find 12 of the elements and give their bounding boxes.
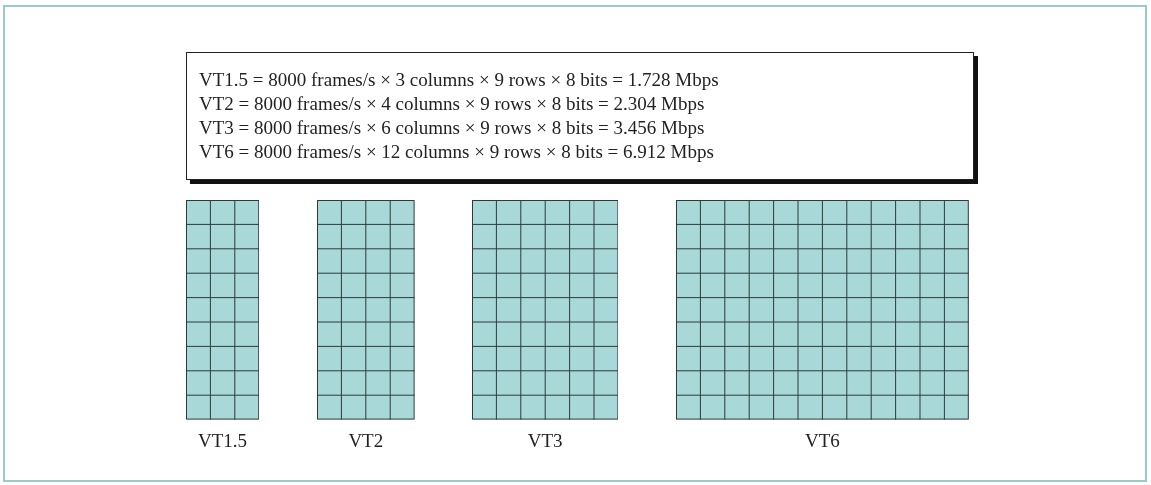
- grid-label: VT3: [526, 429, 564, 453]
- frame-grid: [186, 200, 260, 420]
- formula-line: VT3 = 8000 frames/s × 6 columns × 9 rows × 8 bits = 3.456 Mbps: [199, 116, 706, 140]
- frame-grid: [472, 200, 619, 420]
- formula-line: VT6 = 8000 frames/s × 12 columns × 9 rows × 8 bits = 6.912 Mbps: [199, 140, 715, 164]
- grid-label: VT1.5: [197, 429, 249, 453]
- formula-line: VT1.5 = 8000 frames/s × 3 columns × 9 rows × 8 bits = 1.728 Mbps: [199, 68, 720, 92]
- grid-label: VT6: [804, 429, 841, 453]
- formula-line: VT2 = 8000 frames/s × 4 columns × 9 rows × 8 bits = 2.304 Mbps: [199, 92, 706, 116]
- frame-grid: [317, 200, 415, 420]
- frame-grid: [676, 200, 969, 420]
- grid-label: VT2: [347, 429, 385, 453]
